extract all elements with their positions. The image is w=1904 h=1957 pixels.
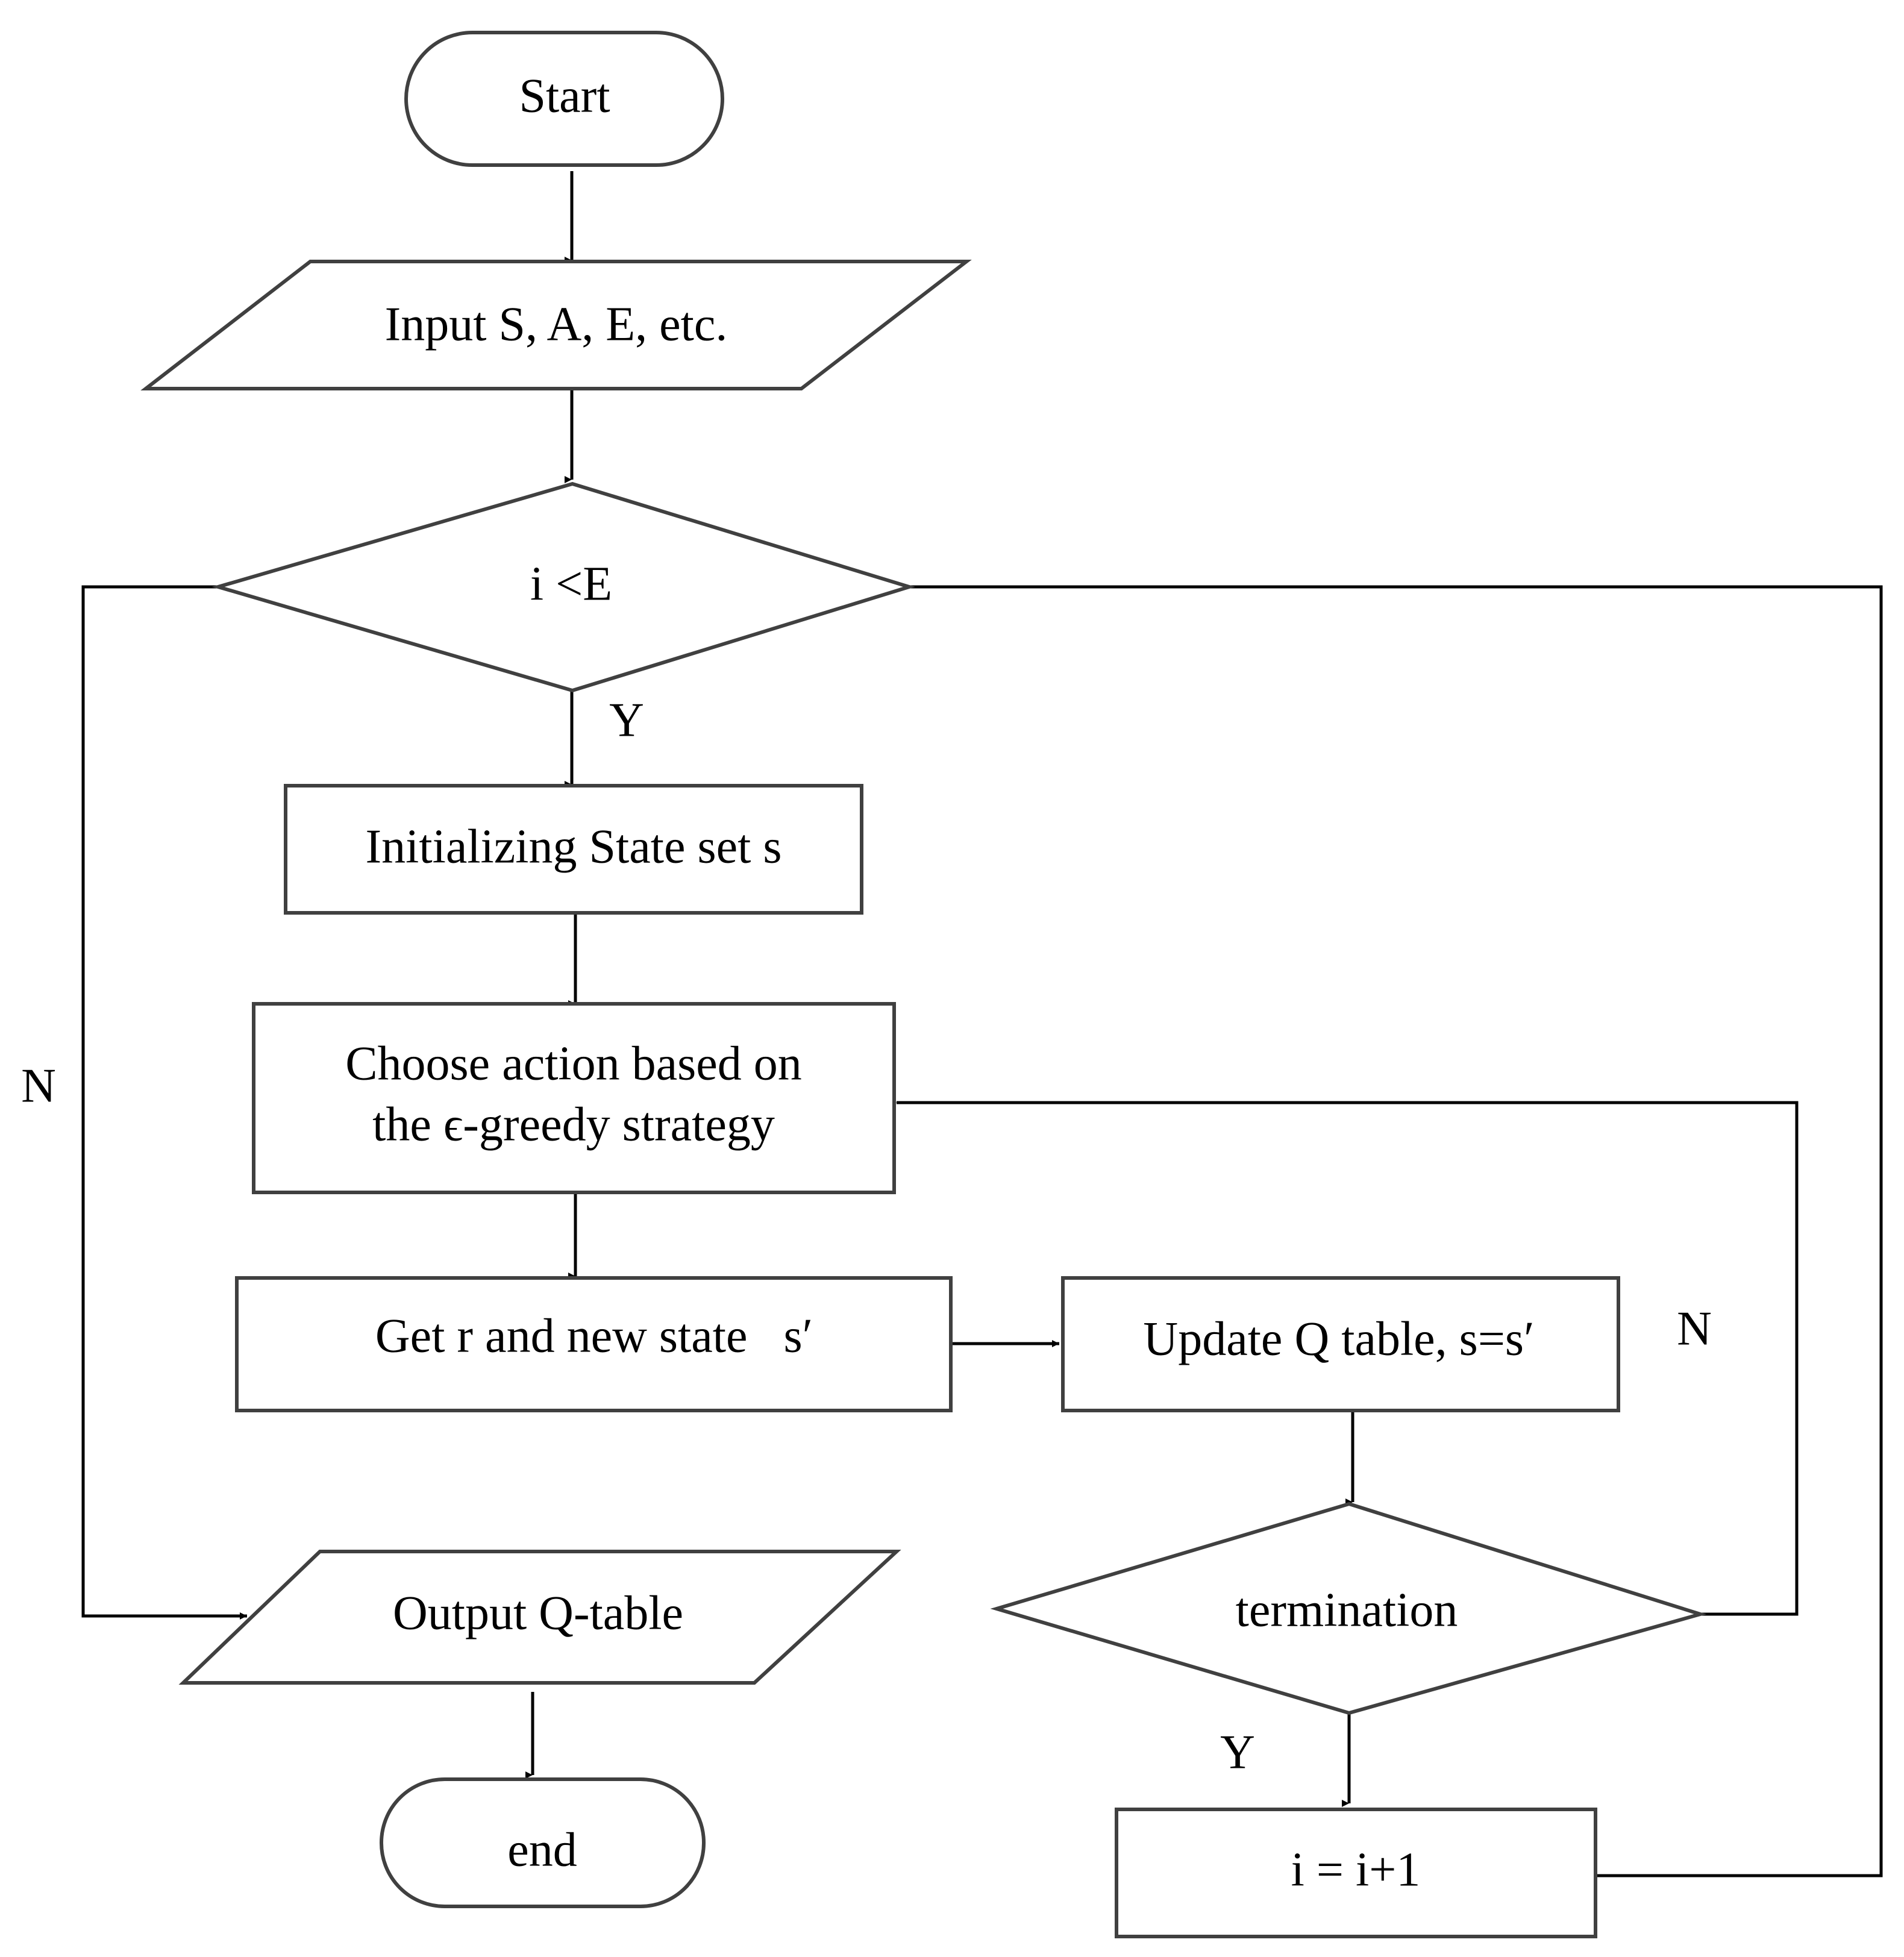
init-state-label: Initializing State set s — [366, 820, 782, 873]
input-parallelogram — [140, 260, 972, 390]
loop-increment-to-condition — [898, 583, 1883, 1877]
input-label: Input S, A, E, etc. — [385, 298, 728, 351]
output-parallelogram — [178, 1550, 901, 1685]
output-label: Output Q-table — [393, 1586, 683, 1639]
termination-decision — [990, 1501, 1707, 1715]
condition-label: i <E — [530, 557, 612, 610]
loop-yes-label: Y — [609, 694, 644, 747]
edge-labels: Y N N Y — [21, 694, 1712, 1779]
increment-label: i = i+1 — [1291, 1843, 1421, 1896]
update-q-label: Update Q table, s=s′ — [1143, 1312, 1534, 1365]
end-terminal — [380, 1777, 706, 1908]
get-reward-label: Get r and new state s′ — [375, 1309, 813, 1362]
loop-no-label: N — [21, 1059, 56, 1112]
termination-yes-label: Y — [1220, 1726, 1255, 1779]
termination-label: termination — [1236, 1583, 1458, 1636]
end-label: end — [507, 1823, 577, 1876]
increment-process — [1115, 1808, 1597, 1938]
init-state-process — [284, 784, 863, 915]
node-labels: Start Input S, A, E, etc. i <E Initializ… — [345, 69, 1534, 1896]
update-q-process — [1061, 1276, 1620, 1412]
shapes — [140, 31, 1707, 1938]
choose-action-label-line1: Choose action based on — [345, 1037, 802, 1090]
choose-action-label-line2: the ϵ-greedy strategy — [372, 1098, 775, 1151]
start-terminal — [404, 31, 724, 167]
loop-termination-no-to-choose — [889, 1099, 1799, 1616]
condition-decision — [211, 481, 916, 693]
termination-no-label: N — [1677, 1302, 1712, 1355]
choose-action-process — [252, 1002, 896, 1194]
branch-condition-no-to-output — [81, 585, 247, 1620]
get-reward-process — [235, 1276, 953, 1412]
connectors — [81, 171, 1883, 1877]
start-label: Start — [519, 69, 610, 122]
